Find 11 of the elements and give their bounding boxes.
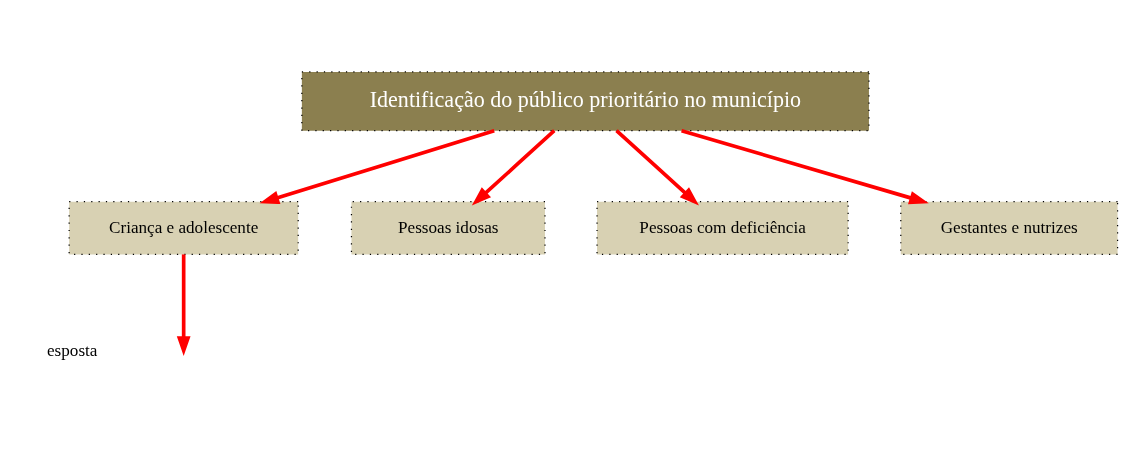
node-box: Criança e adolescente xyxy=(68,201,299,255)
arrow xyxy=(259,128,495,205)
label: esposta xyxy=(47,341,98,361)
arrow xyxy=(681,128,929,205)
node-box: Pessoas idosas xyxy=(350,201,546,255)
node-box: Identificação do público prioritário no município xyxy=(301,71,870,132)
arrow xyxy=(615,129,699,206)
arrow xyxy=(176,254,191,356)
node-box: Gestantes e nutrizes xyxy=(900,201,1119,255)
arrow xyxy=(471,129,556,206)
node-box: Pessoas com deficiência xyxy=(596,201,849,255)
